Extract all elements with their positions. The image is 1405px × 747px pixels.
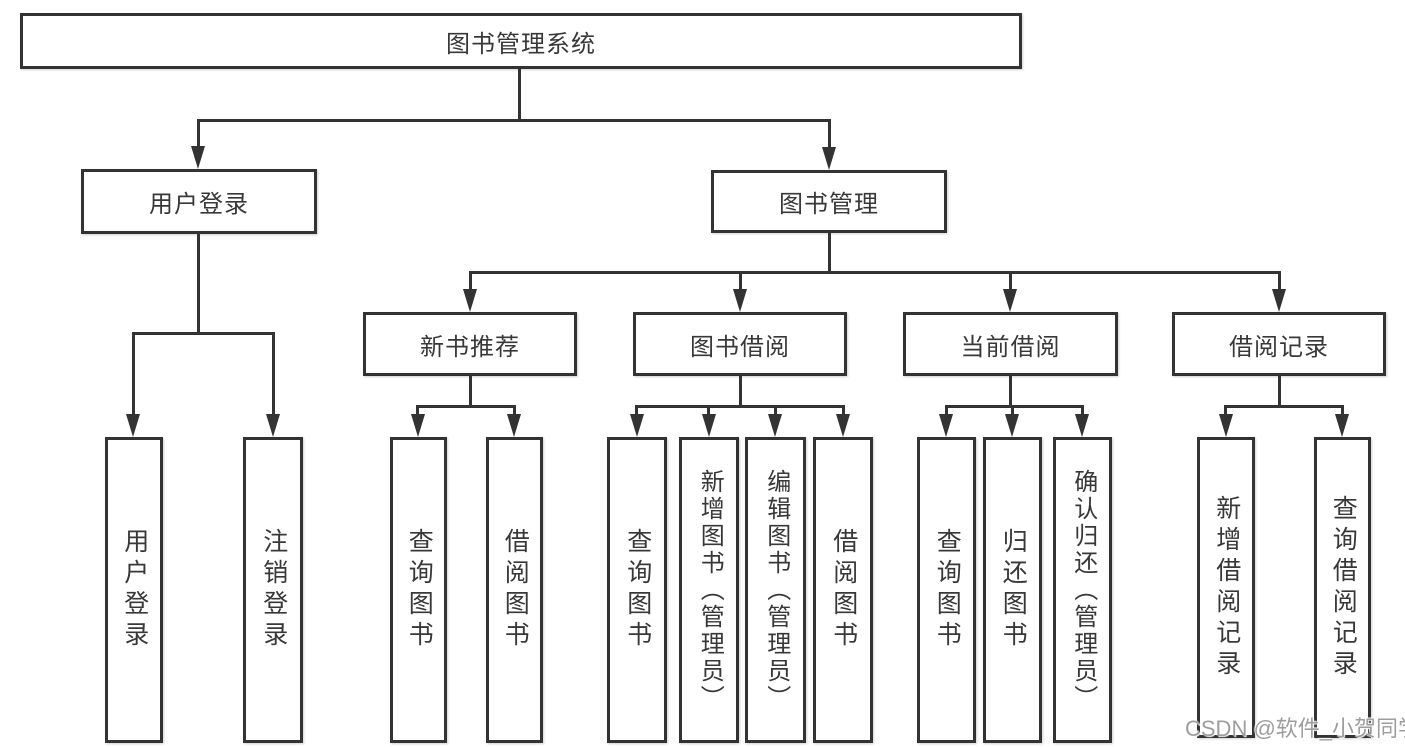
connector-bookmgmt-stub-2	[739, 271, 742, 291]
node-root: 图书管理系统	[20, 13, 1022, 69]
arrow-down-icon	[702, 414, 716, 437]
leaf-logout-label: 注销登录	[259, 528, 288, 652]
leaf-query-books-1-label: 查询图书	[405, 528, 434, 652]
leaf-query-books-1: 查询图书	[390, 437, 447, 743]
node-new-book-recommend: 新书推荐	[363, 312, 577, 376]
node-user-login: 用户登录	[81, 169, 317, 234]
connector-userlogin-stub-left	[132, 332, 135, 414]
leaf-edit-books-admin: 编辑图书（管理员）	[745, 437, 806, 743]
connector-current-stub-3	[1081, 405, 1084, 417]
arrow-down-icon	[939, 414, 953, 437]
leaf-query-books-3: 查询图书	[917, 437, 976, 743]
arrow-down-icon	[822, 147, 836, 170]
connector-bookmgmt-vertical	[828, 233, 831, 274]
leaf-query-books-2-label: 查询图书	[623, 528, 652, 652]
leaf-borrow-books-2-label: 借阅图书	[829, 528, 858, 652]
node-root-label: 图书管理系统	[446, 30, 596, 58]
connector-bookmgmt-horizontal	[469, 271, 1281, 274]
leaf-confirm-return-admin-label: 确认归还（管理员）	[1069, 468, 1097, 712]
connector-bookmgmt-stub-4	[1278, 271, 1281, 291]
arrow-down-icon	[266, 414, 280, 437]
arrow-down-icon	[1003, 289, 1017, 312]
leaf-return-books-label: 归还图书	[999, 528, 1028, 652]
leaf-query-borrow-record-label: 查询借阅记录	[1329, 494, 1358, 681]
node-book-management: 图书管理	[711, 170, 947, 233]
arrow-down-icon	[463, 289, 477, 312]
connector-current-vertical	[1009, 376, 1012, 408]
node-borrow-records: 借阅记录	[1172, 312, 1386, 376]
connector-borrow-horizontal	[635, 405, 845, 408]
connector-borrow-stub-2	[707, 405, 710, 417]
leaf-user-login: 用户登录	[105, 437, 163, 743]
arrow-down-icon	[733, 289, 747, 312]
connector-borrow-stub-1	[635, 405, 638, 417]
node-book-borrow-label: 图书借阅	[690, 333, 790, 361]
leaf-logout: 注销登录	[243, 437, 303, 743]
leaf-query-books-2: 查询图书	[607, 437, 667, 743]
connector-root-horizontal	[197, 119, 831, 122]
leaf-borrow-books-1: 借阅图书	[486, 437, 543, 743]
connector-bookmgmt-stub-3	[1009, 271, 1012, 291]
arrow-down-icon	[191, 146, 205, 169]
arrow-down-icon	[768, 414, 782, 437]
connector-records-horizontal	[1224, 405, 1344, 408]
connector-borrow-stub-4	[842, 405, 845, 417]
arrow-down-icon	[1075, 414, 1089, 437]
arrow-down-icon	[126, 414, 140, 437]
arrow-down-icon	[1335, 414, 1349, 437]
connector-records-stub-1	[1224, 405, 1227, 417]
leaf-user-login-label: 用户登录	[120, 528, 149, 652]
connector-borrow-stub-3	[774, 405, 777, 417]
connector-root-stub-right	[828, 119, 831, 149]
leaf-confirm-return-admin: 确认归还（管理员）	[1053, 437, 1112, 743]
connector-userlogin-stub-right	[272, 332, 275, 414]
node-user-login-label: 用户登录	[149, 191, 249, 218]
connector-userlogin-vertical	[197, 234, 200, 335]
connector-newbook-stub-1	[416, 405, 419, 417]
connector-bookmgmt-stub-1	[469, 271, 472, 291]
connector-borrow-vertical	[739, 376, 742, 408]
node-book-borrow: 图书借阅	[633, 312, 847, 376]
arrow-down-icon	[630, 414, 644, 437]
node-current-borrow: 当前借阅	[903, 312, 1118, 376]
connector-records-stub-2	[1341, 405, 1344, 417]
connector-current-stub-1	[945, 405, 948, 417]
arrow-down-icon	[1005, 414, 1019, 437]
leaf-borrow-books-2: 借阅图书	[813, 437, 873, 743]
leaf-add-borrow-record-label: 新增借阅记录	[1212, 494, 1241, 681]
arrow-down-icon	[836, 414, 850, 437]
connector-root-stub-left	[197, 119, 200, 149]
connector-newbook-stub-2	[513, 405, 516, 417]
connector-newbook-horizontal	[416, 405, 516, 408]
connector-current-stub-2	[1011, 405, 1014, 417]
connector-current-horizontal	[945, 405, 1084, 408]
node-new-book-recommend-label: 新书推荐	[420, 333, 520, 361]
leaf-add-books-admin-label: 新增图书（管理员）	[696, 468, 724, 712]
arrow-down-icon	[507, 414, 521, 437]
leaf-add-borrow-record: 新增借阅记录	[1197, 437, 1255, 738]
node-book-management-label: 图书管理	[779, 191, 879, 218]
csdn-watermark: CSDN @软件_小贺同学	[1185, 716, 1405, 741]
leaf-query-books-3-label: 查询图书	[933, 528, 962, 652]
leaf-return-books: 归还图书	[983, 437, 1042, 743]
connector-records-vertical	[1278, 376, 1281, 408]
node-current-borrow-label: 当前借阅	[960, 333, 1061, 361]
leaf-edit-books-admin-label: 编辑图书（管理员）	[762, 468, 790, 712]
arrow-down-icon	[1219, 414, 1233, 437]
connector-newbook-vertical	[469, 376, 472, 408]
node-borrow-records-label: 借阅记录	[1229, 333, 1329, 361]
leaf-borrow-books-1-label: 借阅图书	[501, 528, 530, 652]
leaf-query-borrow-record: 查询借阅记录	[1314, 437, 1371, 738]
arrow-down-icon	[1272, 289, 1286, 312]
connector-userlogin-horizontal	[132, 332, 275, 335]
arrow-down-icon	[411, 414, 425, 437]
connector-root-vertical	[518, 69, 521, 122]
leaf-add-books-admin: 新增图书（管理员）	[679, 437, 739, 743]
